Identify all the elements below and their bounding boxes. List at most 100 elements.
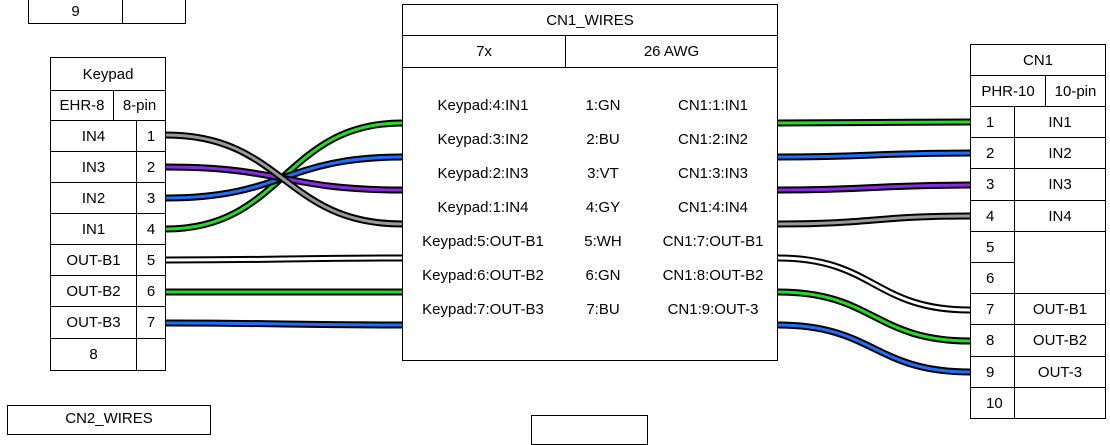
pin-number-text: 3 (986, 176, 995, 193)
keypad-pin-label: 8 (50, 338, 137, 371)
cell-text: 9 (71, 3, 80, 20)
keypad-pin-number: 6 (136, 275, 166, 307)
wire-from: Keypad:5:OUT-B1 (422, 233, 544, 250)
pin-number-text: 5 (986, 238, 995, 256)
keypad-pin-label: OUT-B3 (50, 306, 137, 339)
cn1-pin-label: OUT-3 (1014, 356, 1106, 388)
pin-number-text: 9 (986, 363, 995, 381)
keypad-pin-number: 5 (136, 244, 166, 276)
cn1-pin-number: 6 (970, 262, 1015, 294)
keypad-pin-number: 3 (136, 182, 166, 214)
keypad-pin-label: IN4 (50, 120, 137, 152)
wire-from: Keypad:3:IN2 (437, 131, 529, 148)
pin-number-text: 8 (986, 332, 995, 349)
wire-from: Keypad:1:IN4 (437, 199, 529, 216)
cn1-pin-number: 9 (970, 356, 1015, 388)
pin-label-text: IN2 (1048, 144, 1072, 162)
keypad-pin-number: 4 (136, 213, 166, 245)
keypad-title: Keypad (50, 57, 166, 91)
pin-label-text: IN1 (81, 220, 106, 238)
wire-to: CN1:2:IN2 (677, 131, 749, 148)
wire-id: 7:BU (586, 301, 620, 318)
keypad-pin-label: IN2 (50, 182, 137, 214)
pin-number-text: 2 (146, 158, 156, 176)
wire-id: 3:VT (587, 165, 619, 182)
pin-number-text: 7 (986, 300, 995, 318)
pin-number-text: 4 (986, 207, 995, 225)
keypad-pin-label: OUT-B2 (50, 275, 137, 307)
cn1-type: PHR-10 (970, 75, 1046, 107)
pin-number-text: 1 (146, 127, 156, 145)
pin-label-text: IN3 (81, 158, 106, 176)
pin-number-text: 2 (986, 144, 995, 162)
pin-label-text: OUT-B2 (66, 282, 121, 300)
partial-table-cell-pin (122, 0, 186, 24)
cn1-pin-label: OUT-B1 (1014, 293, 1106, 325)
cn1-title: CN1 (970, 44, 1106, 76)
cn1-pin-label: IN1 (1014, 106, 1106, 138)
wire-from: Keypad:6:OUT-B2 (422, 267, 544, 284)
cn1-pin-number: 5 (970, 231, 1015, 263)
cn1-pin-number: 7 (970, 293, 1015, 325)
cn1-pin-number: 2 (970, 137, 1015, 169)
cn1-pin-number: 3 (970, 168, 1015, 201)
cable-title: CN1_WIRES (402, 4, 778, 36)
cable-name: CN1_WIRES (546, 11, 634, 29)
wire-id: 1:GN (585, 97, 621, 114)
keypad-pin-number: 2 (136, 151, 166, 183)
connector-name: CN1 (1022, 51, 1053, 69)
keypad-type: EHR-8 (50, 90, 114, 121)
pin-label-text: IN2 (81, 189, 106, 207)
keypad-pin-number: 7 (136, 306, 166, 339)
cable-gauge-text: 26 AWG (643, 43, 700, 60)
wire-id: 2:BU (586, 131, 620, 148)
cable-count-text: 7x (476, 43, 492, 60)
pin-label-text: 8 (89, 346, 98, 363)
wire-3-vt (165, 165, 971, 192)
wire-from: Keypad:7:OUT-B3 (422, 301, 544, 318)
wire-to: CN1:1:IN1 (677, 97, 749, 114)
cn1-pin-number: 1 (970, 106, 1015, 138)
wire-id: 6:GN (585, 267, 621, 284)
keypad-pin-number: 1 (136, 120, 166, 152)
pin-label-text: OUT-B3 (66, 314, 121, 331)
wire-2-bu (165, 151, 971, 200)
cn1-pin-number: 8 (970, 324, 1015, 357)
keypad-pin-label: OUT-B1 (50, 244, 137, 276)
pin-number-text: 6 (986, 269, 995, 287)
wire-1-gn (165, 120, 971, 231)
wire-to: CN1:9:OUT-3 (667, 301, 759, 318)
pin-label-text: OUT-3 (1037, 363, 1083, 381)
wire-id: 4:GY (585, 199, 621, 216)
pin-label-text: IN4 (1048, 207, 1072, 225)
pin-number-text: 4 (146, 220, 156, 238)
wire-4-gy (165, 133, 971, 226)
keypad-pin-label: IN1 (50, 213, 137, 245)
wire-to: CN1:7:OUT-B1 (662, 233, 764, 250)
pin-label-text: OUT-B1 (66, 251, 121, 269)
connector-pincount: 10-pin (1054, 82, 1097, 100)
cable-count: 7x (402, 35, 566, 68)
pin-number-text: 7 (146, 314, 156, 331)
wire-to: CN1:3:IN3 (677, 165, 749, 182)
pin-number-text: 3 (146, 189, 156, 207)
pin-number-text: 10 (986, 394, 1003, 412)
pin-label-text: IN4 (81, 127, 106, 145)
cn1-pin-label (1014, 387, 1106, 419)
cn1-pin-number: 4 (970, 200, 1015, 232)
wire-to: CN1:8:OUT-B2 (662, 267, 764, 284)
cn1-pincount: 10-pin (1045, 75, 1106, 107)
keypad-pin-number (136, 338, 166, 371)
cn1-pin-label: IN4 (1014, 200, 1106, 232)
connector-pincount: 8-pin (122, 97, 157, 114)
cable-gauge: 26 AWG (565, 35, 778, 68)
pin-number-text: 6 (146, 282, 156, 300)
cn1-pin-number: 10 (970, 387, 1015, 419)
keypad-pin-label: IN3 (50, 151, 137, 183)
pin-label-text: IN1 (1048, 113, 1072, 131)
pin-label-text: OUT-B1 (1032, 300, 1088, 318)
wire-from: Keypad:2:IN3 (437, 165, 529, 182)
pin-label-text: IN3 (1048, 176, 1072, 193)
cn1-pin-label: IN2 (1014, 137, 1106, 169)
wire-to: CN1:4:IN4 (677, 199, 749, 216)
